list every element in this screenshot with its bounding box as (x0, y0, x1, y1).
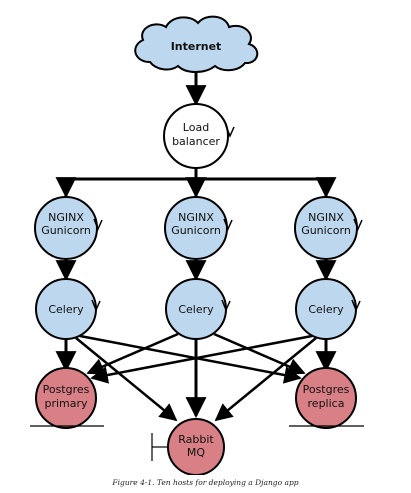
postgres-primary-line-1: Postgres (43, 383, 90, 396)
internet-cloud: Internet (134, 15, 259, 73)
figure-caption: Figure 4-1. Ten hosts for deploying a Dj… (112, 478, 299, 487)
web-host-3-line-1: NGINX (308, 211, 344, 224)
load-balancer-label-1: Load (183, 121, 209, 134)
web-host-3-line-2: Gunicorn (301, 224, 351, 237)
celery-host-1-label: Celery (48, 303, 84, 316)
web-host-2-line-1: NGINX (178, 211, 214, 224)
rabbitmq-line-2: MQ (187, 446, 205, 459)
load-balancer-label-2: balancer (172, 135, 220, 148)
celery-host-1: Celery (35, 278, 101, 340)
rabbitmq-line-1: Rabbit (178, 433, 214, 446)
internet-label: Internet (171, 40, 222, 53)
celery-host-2-label: Celery (178, 303, 214, 316)
web-host-2: NGINX Gunicorn (164, 196, 233, 260)
celery-host-3-label: Celery (308, 303, 344, 316)
web-host-3: NGINX Gunicorn (294, 196, 363, 260)
load-balancer-node: Load balancer (163, 103, 235, 169)
rabbitmq-node: Rabbit MQ (151, 418, 225, 475)
web-host-1-line-1: NGINX (48, 211, 84, 224)
cloud-shape (134, 15, 259, 73)
postgres-replica-node: Postgres replica (289, 367, 364, 429)
celery-host-3: Celery (295, 278, 361, 340)
edges-lb-web (55, 168, 337, 199)
postgres-primary-line-2: primary (44, 397, 88, 410)
celery-host-2: Celery (165, 278, 231, 340)
edges-web-celery (55, 259, 337, 282)
edges-celery-storage (55, 332, 337, 422)
postgres-replica-line-2: replica (308, 397, 345, 410)
architecture-diagram: Internet Load balancer NGINX Gunicorn NG… (30, 15, 364, 475)
postgres-primary-node: Postgres primary (30, 367, 104, 429)
web-host-2-line-2: Gunicorn (171, 224, 221, 237)
web-host-1: NGINX Gunicorn (34, 196, 103, 260)
web-host-1-line-2: Gunicorn (41, 224, 91, 237)
postgres-replica-line-1: Postgres (303, 383, 350, 396)
